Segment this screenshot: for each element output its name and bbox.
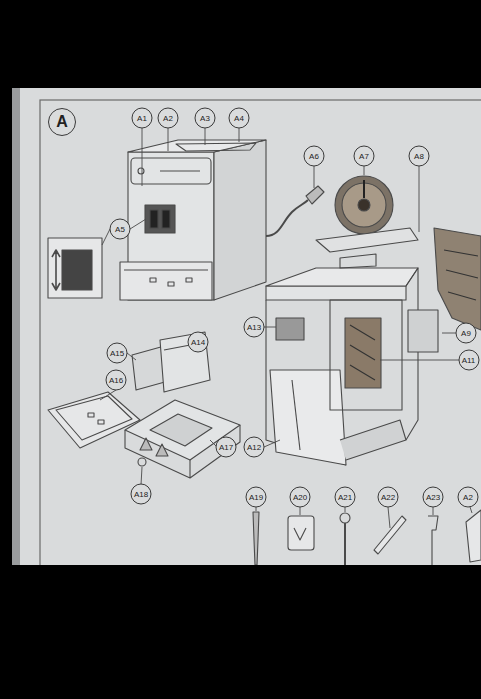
callout-number: A2 xyxy=(458,487,479,508)
callout-number: A18 xyxy=(131,484,152,505)
callout-number: A22 xyxy=(378,487,399,508)
callout-number: A4 xyxy=(229,108,250,129)
section-letter: A xyxy=(48,108,76,136)
callout-number: A3 xyxy=(195,108,216,129)
callout-number: A2 xyxy=(158,108,179,129)
callout-number: A21 xyxy=(335,487,356,508)
callout-number: A5 xyxy=(110,219,131,240)
callout-number: A16 xyxy=(106,370,127,391)
callout-number: A11 xyxy=(458,350,479,371)
callout-number: A14 xyxy=(188,332,209,353)
callout-number: A20 xyxy=(290,487,311,508)
callout-number: A15 xyxy=(107,343,128,364)
callout-number: A12 xyxy=(244,437,265,458)
callout-number: A19 xyxy=(246,487,267,508)
callout-number: A6 xyxy=(304,146,325,167)
callout-number: A9 xyxy=(456,323,477,344)
callout-number: A17 xyxy=(216,437,237,458)
callout-number: A1 xyxy=(132,108,153,129)
callout-number: A13 xyxy=(244,317,265,338)
callout-number: A7 xyxy=(354,146,375,167)
callout-number: A23 xyxy=(423,487,444,508)
callout-number: A8 xyxy=(409,146,430,167)
